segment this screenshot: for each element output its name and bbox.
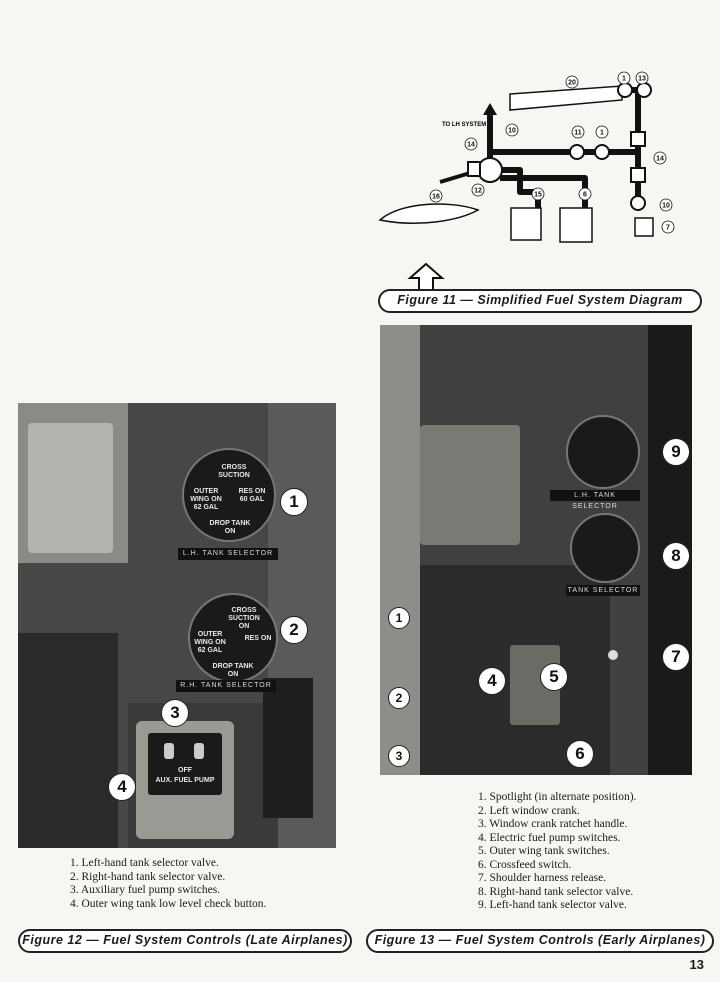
hollow-arrow-up-icon (407, 262, 445, 292)
callout-6: 6 (583, 192, 587, 199)
callout-12: 12 (474, 188, 482, 195)
callout-1: 1 (388, 607, 410, 629)
lh-tank-selector-dial: CROSS SUCTION OUTER WING ON 62 GAL RES O… (182, 448, 276, 542)
legend-item: 8. Right-hand tank selector valve. (478, 885, 634, 898)
callout-8: 8 (662, 542, 690, 570)
figure-12-photo: CROSS SUCTION OUTER WING ON 62 GAL RES O… (18, 403, 336, 848)
callout-16: 16 (432, 194, 440, 201)
pump-off-label: OFF (178, 767, 192, 774)
dial-label: RES ON 60 GAL (238, 488, 266, 503)
fuel-pump-switch[interactable] (164, 743, 174, 759)
callout-11: 11 (574, 130, 582, 137)
figure-12-caption: Figure 12 — Fuel System Controls (Late A… (18, 929, 352, 953)
callout-14: 14 (467, 142, 475, 149)
callout-10: 10 (508, 128, 516, 135)
dial-label: CROSS SUCTION ON (228, 607, 260, 630)
aux-fuel-pump-panel: OFF AUX. FUEL PUMP (136, 721, 234, 839)
legend-item: 3. Window crank ratchet handle. (478, 818, 628, 830)
dial-label: OUTER WING ON 62 GAL (194, 631, 226, 654)
page-number: 13 (689, 957, 704, 972)
legend-item: 1. Spotlight (in alternate position). (478, 791, 637, 803)
lh-tank-selector-dial (566, 415, 640, 489)
figure-11-caption: Figure 11 — Simplified Fuel System Diagr… (378, 289, 702, 313)
legend-item: 3. Auxiliary fuel pump switches. (70, 884, 221, 896)
legend-item: 2. Left window crank. (478, 804, 580, 817)
rh-tank-selector-plate: TANK SELECTOR (566, 585, 640, 596)
callout-2: 2 (280, 616, 308, 644)
figure-13-legend: 1. Spotlight (in alternate position). 2.… (478, 791, 636, 913)
rh-tank-selector-dial: CROSS SUCTION ON OUTER WING ON 62 GAL RE… (188, 593, 278, 683)
to-lh-system-label: TO LH SYSTEM (442, 122, 486, 128)
callout-3: 3 (161, 699, 189, 727)
legend-item: 5. Outer wing tank switches. (478, 845, 610, 857)
callout-4: 4 (108, 773, 136, 801)
callout-15: 15 (534, 192, 542, 199)
callout-2: 2 (388, 687, 410, 709)
dial-label: OUTER WING ON 62 GAL (190, 488, 222, 511)
dial-label: CROSS SUCTION (218, 464, 250, 479)
figure-12-legend: 1. Left-hand tank selector valve. 2. Rig… (70, 857, 266, 911)
callout-14b: 14 (656, 156, 664, 163)
legend-item: 2. Right-hand tank selector valve. (70, 870, 226, 883)
callout-1: 1 (622, 76, 626, 83)
legend-item: 4. Outer wing tank low level check butto… (70, 897, 267, 910)
legend-item: 6. Crossfeed switch. (478, 858, 572, 871)
legend-item: 9. Left-hand tank selector valve. (478, 899, 627, 911)
callout-1b: 1 (600, 130, 604, 137)
rh-tank-selector-plate: R.H. TANK SELECTOR (176, 680, 276, 692)
callout-9: 9 (662, 438, 690, 466)
callout-7: 7 (666, 225, 670, 232)
callout-1: 1 (280, 488, 308, 516)
legend-item: 1. Left-hand tank selector valve. (70, 857, 219, 869)
callout-5: 5 (540, 663, 568, 691)
shoulder-harness-release[interactable] (608, 650, 618, 660)
dial-label: RES ON (244, 635, 272, 642)
callout-3: 3 (388, 745, 410, 767)
callout-20: 20 (568, 80, 576, 87)
callout-13: 13 (638, 76, 646, 83)
callout-4: 4 (478, 667, 506, 695)
callout-6: 6 (566, 740, 594, 768)
lh-tank-selector-plate: L.H. TANK SELECTOR (550, 490, 640, 510)
figure-13-caption: Figure 13 — Fuel System Controls (Early … (366, 929, 714, 953)
arrow-up-icon (483, 103, 497, 115)
callout-7: 7 (662, 643, 690, 671)
dial-label: DROP TANK ON (209, 520, 251, 535)
fuel-pump-switch[interactable] (194, 743, 204, 759)
pump-label: AUX. FUEL PUMP (155, 777, 215, 784)
figure-13-photo: L.H. TANK SELECTOR TANK SELECTOR 9 8 7 6… (380, 325, 692, 775)
lh-tank-selector-plate: L.H. TANK SELECTOR (178, 548, 278, 560)
dial-label: DROP TANK ON (212, 663, 254, 678)
legend-item: 7. Shoulder harness release. (478, 872, 607, 884)
fuel-system-diagram: 20 1 13 10 11 1 14 12 15 6 16 14 10 7 TO… (378, 71, 675, 243)
rh-tank-selector-dial (570, 513, 640, 583)
callout-10b: 10 (662, 203, 670, 210)
legend-item: 4. Electric fuel pump switches. (478, 831, 621, 844)
